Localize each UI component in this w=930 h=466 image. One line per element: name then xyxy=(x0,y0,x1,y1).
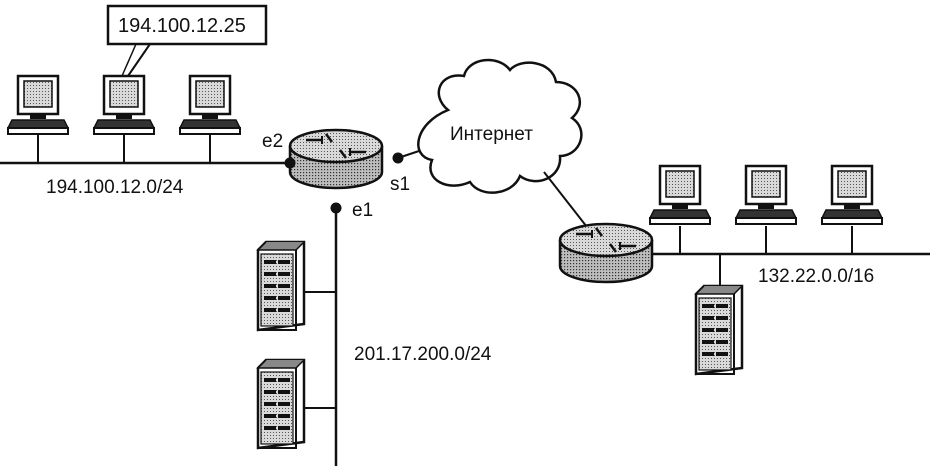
workstation-icon xyxy=(6,74,70,136)
port-e1-dot xyxy=(330,202,342,214)
workstation-icon xyxy=(734,164,798,226)
workstation-icon xyxy=(92,74,156,136)
port-e2-dot xyxy=(284,157,296,169)
right-lan-segment xyxy=(606,226,930,286)
right-lan-label: 132.22.0.0/16 xyxy=(758,266,874,287)
workstation-icon xyxy=(648,164,712,226)
workstation-icon xyxy=(820,164,884,226)
server-icon xyxy=(694,284,744,376)
server-icon xyxy=(256,240,306,332)
workstation-icon xyxy=(178,74,242,136)
port-s1-label: s1 xyxy=(390,174,410,195)
server-lan-label: 201.17.200.0/24 xyxy=(354,344,492,365)
router-icon xyxy=(288,128,384,190)
server-icon xyxy=(256,358,306,450)
left-lan-label: 194.100.12.0/24 xyxy=(46,177,184,198)
router-icon xyxy=(558,222,654,284)
left-lan-segment xyxy=(0,135,290,165)
port-e2-label: e2 xyxy=(262,131,283,152)
server-lan-segment xyxy=(304,208,338,466)
ip-callout: 194.100.12.25 xyxy=(106,4,268,77)
callout-ip-label: 194.100.12.25 xyxy=(118,15,246,37)
port-e1-label: e1 xyxy=(352,200,373,221)
internet-label: Интернет xyxy=(450,124,533,145)
internet-cloud-icon xyxy=(417,58,583,194)
